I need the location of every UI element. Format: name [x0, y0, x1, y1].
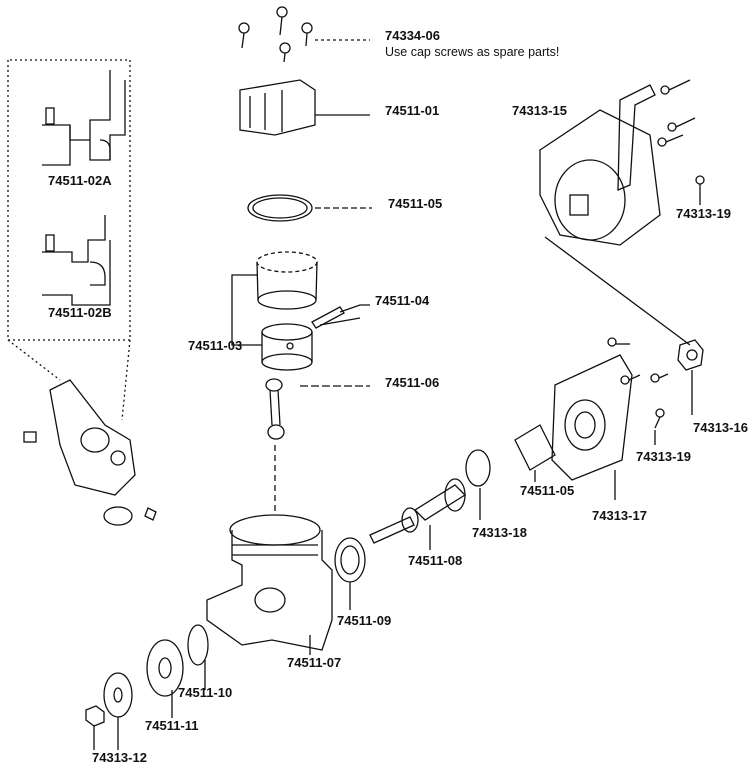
label-74511-05-bottom: 74511-05 [520, 483, 575, 498]
label-74313-12: 74313-12 [92, 750, 147, 765]
label-74511-11: 74511-11 [145, 718, 199, 733]
crankshaft [369, 478, 467, 550]
label-74511-02A: 74511-02A [48, 173, 112, 188]
label-74334-06: 74334-06 [385, 28, 440, 43]
spare-parts-note: Use cap screws as spare parts! [385, 45, 560, 59]
detail-callout-box [7, 59, 131, 421]
label-74313-16: 74313-16 [693, 420, 748, 435]
label-74511-09: 74511-09 [337, 613, 392, 628]
starter-screws [657, 79, 705, 205]
piston [261, 323, 313, 371]
label-74511-05-top: 74511-05 [388, 196, 443, 211]
label-74511-07: 74511-07 [287, 655, 342, 670]
label-74313-15: 74313-15 [512, 103, 567, 118]
crankcase-cover [551, 354, 633, 500]
carburetor-assembly [23, 379, 157, 526]
label-74511-01: 74511-01 [385, 103, 440, 118]
crankcase [206, 514, 333, 655]
leader-03 [231, 274, 262, 346]
label-74313-19-bottom: 74313-19 [636, 449, 691, 464]
bearing [334, 537, 366, 583]
label-74313-19-top: 74313-19 [676, 206, 731, 221]
recoil-starter [539, 84, 661, 246]
cylinder-head [239, 79, 370, 136]
cylinder-sleeve [256, 251, 318, 310]
crank-washer [465, 449, 491, 520]
carburetor-detail-a [42, 70, 126, 166]
label-74511-02B: 74511-02B [48, 305, 112, 320]
carburetor-detail-b [42, 215, 111, 306]
head-gasket [247, 194, 313, 222]
starter-hub-nut [677, 339, 704, 415]
label-74511-06: 74511-06 [385, 375, 440, 390]
connecting-rod [265, 378, 370, 440]
cover-gasket [514, 424, 556, 471]
cover-screws [607, 337, 669, 445]
label-74511-10: 74511-10 [178, 685, 233, 700]
label-74511-03: 74511-03 [188, 338, 243, 353]
cap-screws [238, 6, 370, 63]
label-74511-08: 74511-08 [408, 553, 463, 568]
label-74313-17: 74313-17 [592, 508, 647, 523]
leader-starter [544, 236, 691, 346]
piston-pin [311, 304, 370, 329]
label-74511-04: 74511-04 [375, 293, 430, 308]
front-parts [85, 624, 209, 750]
label-74313-18: 74313-18 [472, 525, 527, 540]
